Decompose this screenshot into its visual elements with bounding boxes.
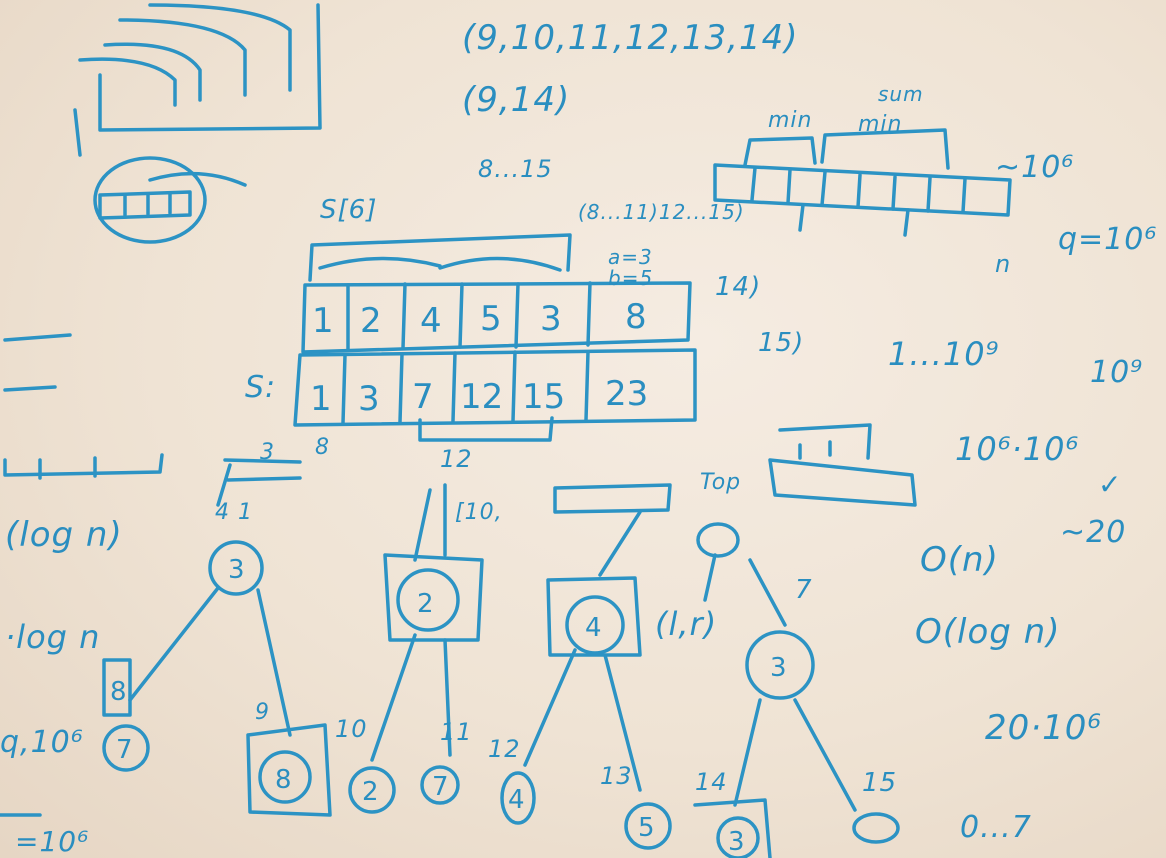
log-n: (log n) <box>5 515 123 555</box>
svg-text:1: 1 <box>310 379 332 419</box>
svg-text:4: 4 <box>420 301 442 341</box>
svg-text:12: 12 <box>460 377 503 417</box>
o-log-n: O(log n) <box>915 612 1061 652</box>
svg-text:3: 3 <box>540 299 562 339</box>
query-pair: (9,14) <box>462 80 571 120</box>
o-n: O(n) <box>920 540 999 580</box>
check-mark: ✓ <box>1098 468 1123 501</box>
tree-node-values: 3 2 4 3 8 7 8 2 7 4 5 3 <box>110 555 787 857</box>
min-label: min <box>768 108 813 133</box>
label-9: 9 <box>255 700 270 725</box>
label-15: 15) <box>758 328 805 358</box>
label-11: 11 <box>440 718 473 746</box>
range-0-7: 0...7 <box>960 810 1032 845</box>
label-7: 7 <box>795 575 813 605</box>
svg-text:23: 23 <box>605 374 648 414</box>
svg-text:7: 7 <box>432 772 449 802</box>
top-label: Top <box>700 470 742 495</box>
ten6-times-ten6: 10⁶·10⁶ <box>955 430 1080 468</box>
dash-log-n: ·log n <box>5 618 101 656</box>
label-12b: 12 <box>488 735 521 763</box>
svg-text:3: 3 <box>770 653 787 683</box>
svg-text:7: 7 <box>116 735 133 765</box>
q-eq-10-6: q=10⁶ <box>1058 222 1158 257</box>
label-10: 10 <box>335 715 368 743</box>
svg-text:3: 3 <box>728 827 745 857</box>
sum-label: sum <box>878 82 924 106</box>
label-14b: 14 <box>695 768 728 796</box>
label-12: 12 <box>440 445 473 473</box>
svg-text:8: 8 <box>625 297 647 337</box>
svg-text:5: 5 <box>480 299 502 339</box>
svg-text:4: 4 <box>508 785 525 815</box>
twenty-ten6: 20·10⁶ <box>985 708 1102 748</box>
a-eq: a=3 <box>608 245 653 269</box>
array-a-values: 1 2 4 5 3 8 <box>312 297 647 341</box>
svg-text:1: 1 <box>312 301 334 341</box>
range-8-15: 8...15 <box>478 155 553 183</box>
label-13: 13 <box>600 762 633 790</box>
eq-ten6: =10⁶ <box>15 825 90 858</box>
q-ten6: q,10⁶ <box>0 725 84 760</box>
approx-20: ~20 <box>1060 515 1127 550</box>
b-eq: b=5 <box>608 266 654 290</box>
query-list-1: (9,10,11,12,13,14) <box>462 18 799 58</box>
n-label: n <box>995 250 1012 278</box>
label-15b: 15 <box>862 768 898 798</box>
svg-text:5: 5 <box>638 813 655 843</box>
s-prefix: S: <box>245 370 277 405</box>
svg-text:2: 2 <box>360 301 382 341</box>
svg-text:2: 2 <box>417 589 434 619</box>
label-3: 3 <box>260 440 275 465</box>
label-14: 14) <box>715 272 762 302</box>
ten-pow: 10⁹ <box>1090 355 1144 390</box>
svg-text:8: 8 <box>275 765 292 795</box>
label-4-1: 4 1 <box>215 500 253 525</box>
s-label: S[6] <box>320 195 378 225</box>
svg-text:3: 3 <box>358 379 380 419</box>
svg-text:7: 7 <box>412 377 434 417</box>
range-split: (8...11)12...15) <box>578 200 745 224</box>
svg-text:3: 3 <box>228 555 245 585</box>
bracket-10: [10, <box>455 500 503 525</box>
label-8: 8 <box>315 435 330 460</box>
svg-text:4: 4 <box>585 613 602 643</box>
min-label-2: min <box>858 112 903 137</box>
svg-text:15: 15 <box>522 377 565 417</box>
svg-text:8: 8 <box>110 677 127 707</box>
svg-text:2: 2 <box>362 777 379 807</box>
range-1-10-9: 1...10⁹ <box>888 335 1000 373</box>
pair-l-r: (l,r) <box>655 605 718 643</box>
approx-10-6: ~10⁶ <box>995 150 1075 185</box>
array-s-values: 1 3 7 12 15 23 <box>310 374 648 419</box>
